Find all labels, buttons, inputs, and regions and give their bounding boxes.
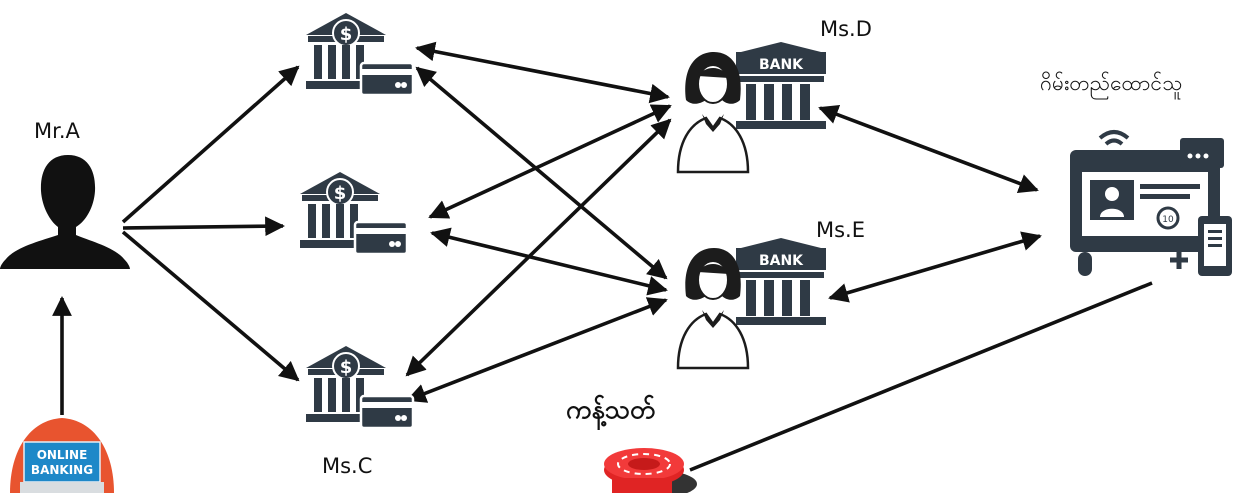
woman-bank-icon-e: [676, 236, 828, 370]
label-game-platform: ဂိမ်းတည်ထောင်သူ: [1040, 71, 1183, 95]
label-ms-e: Ms.E: [816, 218, 866, 242]
line-platform-chip: [689, 281, 1153, 472]
bank-card-icon-3: [304, 344, 415, 430]
woman-bank-icon-d: [676, 40, 828, 174]
arrow-mra-bank2: [122, 216, 285, 237]
arrow-bank2-msd: [428, 104, 672, 219]
bank-card-icon-1: [304, 11, 415, 97]
svg-text:BANKING: BANKING: [31, 463, 93, 477]
arrow-bank3-mse: [406, 297, 668, 403]
flow-arrows: [52, 41, 1153, 472]
arrow-msd-platform: [818, 105, 1039, 193]
label-mr-a: Mr.A: [34, 119, 80, 143]
label-ms-c: Ms.C: [322, 454, 373, 478]
label-gambling: ကန့်သတ်: [566, 395, 656, 425]
arrow-mra-bank1: [121, 65, 300, 224]
svg-text:10: 10: [1162, 215, 1174, 225]
arrow-mse-platform: [828, 231, 1042, 303]
label-ms-d: Ms.D: [820, 17, 872, 41]
arrow-mra-bank3: [121, 230, 300, 382]
arrow-bank1-msd: [415, 41, 670, 104]
svg-text:ONLINE: ONLINE: [37, 448, 88, 462]
online-banking-icon: ONLINE BANKING: [10, 418, 114, 493]
casino-chip-icon: [604, 448, 697, 493]
arrow-bank2-mse: [430, 227, 668, 296]
online-platform-icon: 10: [1070, 130, 1232, 276]
person-silhouette-icon: [0, 155, 130, 269]
bank-card-icon-2: [298, 170, 409, 256]
